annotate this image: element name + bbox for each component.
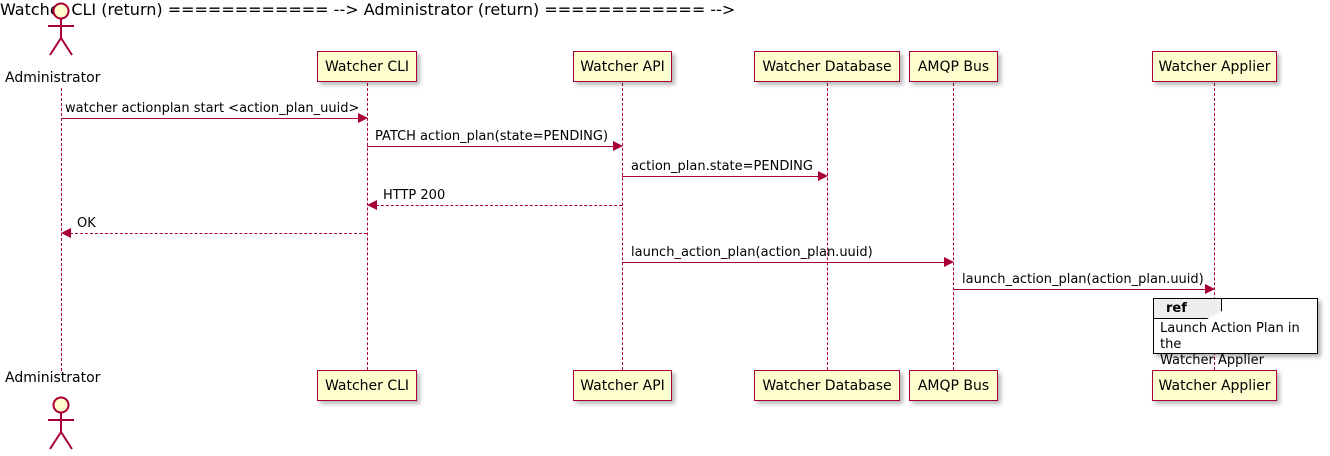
message-arrowhead-4 — [367, 200, 377, 210]
ref-fragment-tab-label: ref — [1154, 299, 1222, 319]
participant-label: Watcher API — [580, 58, 665, 75]
participant-amqp-bus-top[interactable]: AMQP Bus — [909, 51, 998, 82]
message-line-2 — [367, 146, 615, 147]
message-line-4 — [376, 205, 622, 206]
participant-watcher-database-top[interactable]: Watcher Database — [754, 51, 900, 82]
participant-label: Watcher Database — [762, 58, 892, 75]
participant-label: AMQP Bus — [917, 377, 990, 394]
message-label-7: launch_action_plan(action_plan.uuid) — [962, 272, 1204, 287]
actor-label-administrator-top: Administrator — [5, 70, 101, 86]
participant-label: Watcher Database — [762, 377, 892, 394]
message-line-6 — [622, 262, 946, 263]
actor-label-administrator-bottom: Administrator — [5, 370, 101, 386]
participant-amqp-bus-bottom[interactable]: AMQP Bus — [909, 370, 998, 401]
participant-watcher-api-bottom[interactable]: Watcher API — [573, 370, 672, 401]
participant-watcher-cli-top[interactable]: Watcher CLI — [317, 51, 417, 82]
participant-label: Watcher API — [580, 377, 665, 394]
actor-administrator-bottom — [38, 396, 84, 452]
participant-watcher-api-top[interactable]: Watcher API — [573, 51, 672, 82]
message-arrowhead-5 — [61, 228, 71, 238]
message-label-3: action_plan.state=PENDING — [631, 159, 813, 174]
lifeline-amqp-bus — [953, 83, 954, 370]
message-line-1 — [61, 118, 361, 119]
message-label-6: launch_action_plan(action_plan.uuid) — [631, 245, 873, 260]
message-label-5: OK — [77, 216, 96, 231]
message-arrowhead-2 — [613, 141, 623, 151]
message-label-2: PATCH action_plan(state=PENDING) — [375, 129, 609, 144]
participant-watcher-cli-bottom[interactable]: Watcher CLI — [317, 370, 417, 401]
participant-label: AMQP Bus — [917, 58, 990, 75]
participant-label: Watcher CLI — [324, 58, 410, 75]
participant-label: Watcher Applier — [1158, 377, 1271, 394]
message-label-1: watcher actionplan start <action_plan_uu… — [65, 101, 360, 116]
message-line-5 — [70, 233, 367, 234]
participant-watcher-database-bottom[interactable]: Watcher Database — [754, 370, 900, 401]
lifeline-watcher-applier — [1214, 83, 1215, 370]
message-line-7 — [953, 289, 1207, 290]
message-label-4: HTTP 200 — [383, 188, 446, 203]
ref-fragment[interactable]: ref Launch Action Plan in the Watcher Ap… — [1153, 298, 1318, 368]
participant-label: Watcher Applier — [1158, 58, 1271, 75]
participant-label: Watcher CLI — [324, 377, 410, 394]
message-arrowhead-3 — [818, 171, 828, 181]
message-arrowhead-6 — [944, 257, 954, 267]
lifeline-watcher-database — [827, 83, 828, 370]
actor-administrator-top — [38, 2, 84, 58]
message-line-3 — [622, 176, 820, 177]
lifeline-watcher-api — [622, 83, 623, 370]
message-arrowhead-7 — [1205, 284, 1215, 294]
participant-watcher-applier-bottom[interactable]: Watcher Applier — [1152, 370, 1277, 401]
message-arrowhead-1 — [358, 113, 368, 123]
ref-fragment-body: Launch Action Plan in the Watcher Applie… — [1160, 321, 1300, 368]
participant-watcher-applier-top[interactable]: Watcher Applier — [1152, 51, 1277, 82]
lifeline-watcher-cli — [367, 83, 368, 370]
